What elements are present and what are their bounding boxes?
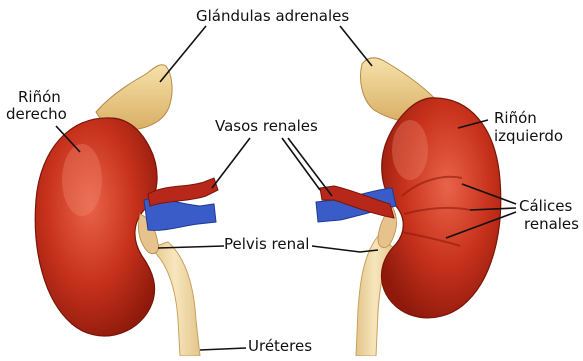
right-ureter (150, 242, 200, 356)
label-renal-vessels: Vasos renales (215, 118, 318, 134)
label-calyces-line1: Cálices (519, 198, 572, 214)
leader-vessels-right (212, 138, 250, 188)
leader-adrenal-right (160, 26, 206, 82)
label-left-kidney-line2: izquierdo (494, 128, 563, 144)
label-ureters: Uréteres (248, 338, 312, 354)
label-renal-pelvis: Pelvis renal (224, 236, 309, 252)
left-kidney-highlight (392, 120, 428, 180)
label-right-kidney-line2: derecho (6, 106, 67, 122)
right-kidney-highlight (62, 144, 102, 216)
right-renal-artery (148, 178, 218, 206)
leader-pelvis-left (312, 246, 378, 252)
leader-adrenal-left (340, 26, 372, 66)
label-left-kidney-line1: Riñón (494, 110, 537, 126)
leader-ureters (200, 348, 246, 350)
label-calyces-line2: renales (524, 216, 579, 232)
left-kidney-group (316, 58, 501, 356)
leader-vessels-left-1 (282, 138, 320, 190)
label-right-kidney-line1: Riñón (18, 89, 61, 105)
leader-vessels-left-2 (288, 138, 332, 196)
label-adrenal-glands: Glándulas adrenales (196, 8, 349, 24)
